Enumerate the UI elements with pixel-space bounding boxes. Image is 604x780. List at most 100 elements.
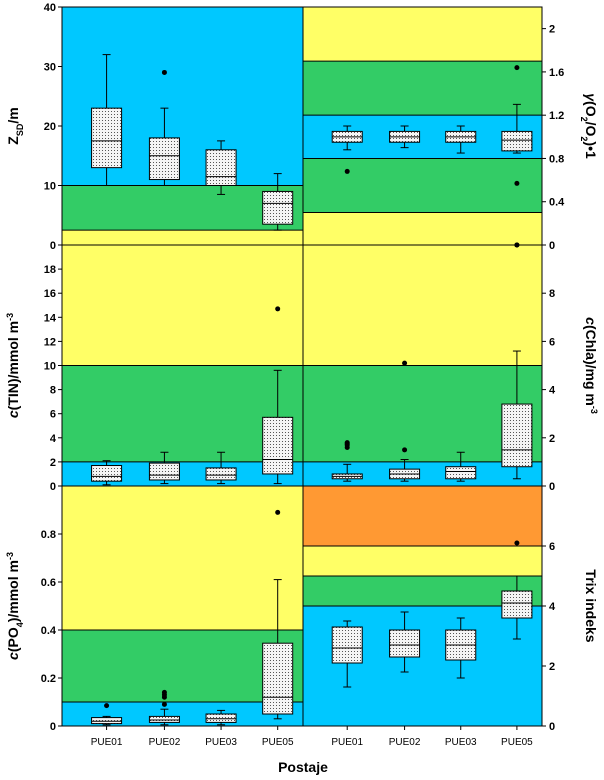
box-po4-pue02-outlier-0 (161, 701, 167, 707)
ytick-label-po4-1: 0.2 (41, 673, 56, 685)
ytick-label-tin-6: 12 (44, 336, 56, 348)
ylabel-tin: c(TIN)/mmol m-3 (5, 313, 21, 418)
box-po4-pue02-outlier-3 (161, 689, 167, 695)
ytick-label-chla-4: 8 (549, 288, 555, 300)
xtick-label-pue03-left: PUE03 (205, 737, 237, 748)
ylabel-zsd-part-0: Z (5, 136, 21, 145)
box-po4-pue05 (262, 642, 294, 715)
labels-layer: ZSD/mγ(O2/O2)•1c(TIN)/mmol m-3c(Chla)/mg… (5, 93, 599, 660)
ytick-label-tin-7: 14 (44, 312, 57, 324)
band-po4-2 (62, 486, 303, 630)
ytick-label-chla-3: 6 (549, 336, 555, 348)
box-po4-pue02 (148, 715, 180, 723)
box-po4-pue03 (205, 713, 237, 723)
bands-layer (62, 7, 542, 726)
ylabel-trix: Trix indeks (583, 569, 599, 642)
box-po4-pue01-outlier-0 (104, 703, 110, 709)
box-oxygen-pue05-outlier-0 (514, 180, 520, 186)
box-oxygen-pue05-outlier-1 (514, 65, 520, 71)
ytick-label-zsd-4: 40 (44, 2, 56, 14)
ylabel-tin-part-1: (TIN)/mmol m (5, 321, 21, 410)
ytick-label-tin-0: 0 (50, 481, 56, 493)
box-oxygen-pue05 (501, 130, 533, 152)
ylabel-po4: c(PO4)/mmol m-3 (5, 552, 25, 660)
box-zsd-pue01 (91, 107, 123, 169)
band-oxygen-1 (303, 158, 542, 213)
ytick-label-tin-4: 8 (50, 385, 56, 397)
xtick-label-pue03-right: PUE03 (445, 737, 477, 748)
ytick-label-tin-1: 2 (50, 457, 56, 469)
xtick-label-pue01-left: PUE01 (91, 737, 123, 748)
box-tin-pue01 (91, 465, 123, 482)
xtick-label-pue02-right: PUE02 (389, 737, 421, 748)
ytick-label-po4-2: 0.4 (41, 625, 57, 637)
box-po4-pue05-outlier-0 (275, 509, 281, 515)
ylabel-tin-part-0: c (5, 410, 21, 418)
ytick-label-tin-5: 10 (44, 361, 56, 373)
ylabel-zsd-part-1: SD (15, 123, 25, 136)
ylabel-zsd-part-2: /m (5, 107, 21, 123)
ylabel-po4-part-3: )/mmol m (5, 560, 21, 622)
ytick-label-trix-1: 2 (549, 661, 555, 673)
band-trix-2 (303, 546, 542, 576)
ytick-label-po4-3: 0.6 (41, 577, 56, 589)
band-oxygen-3 (303, 61, 542, 116)
ytick-label-chla-0: 0 (549, 481, 555, 493)
box-zsd-pue02-outlier-0 (161, 69, 167, 75)
box-tin-pue03 (205, 467, 237, 481)
ylabel-oxygen: γ(O2/O2)•1 (579, 93, 599, 159)
ytick-label-chla-1: 2 (549, 433, 555, 445)
band-chla-2 (303, 245, 542, 366)
ytick-label-oxygen-5: 2 (549, 24, 555, 36)
band-oxygen-4 (303, 7, 542, 62)
ytick-label-po4-4: 0.8 (41, 529, 56, 541)
box-zsd-pue05 (262, 190, 294, 225)
ylabel-oxygen-part-5: )•1 (583, 141, 599, 159)
ytick-label-zsd-1: 10 (44, 181, 56, 193)
box-chla-pue02-outlier-0 (402, 447, 408, 453)
box-chla-pue05-outlier-0 (514, 242, 520, 248)
xtick-label-pue05-right: PUE05 (501, 737, 533, 748)
boxes-layer (91, 54, 533, 726)
ytick-label-trix-2: 4 (549, 601, 556, 613)
box-zsd-pue02 (148, 137, 180, 181)
x-axis-label: Postaje (278, 759, 328, 775)
box-chla-pue03 (445, 466, 477, 480)
ytick-label-oxygen-0: 0 (549, 240, 555, 252)
ytick-label-zsd-3: 30 (44, 62, 56, 74)
ytick-label-oxygen-4: 1.6 (549, 67, 564, 79)
xtick-label-pue01-right: PUE01 (331, 737, 363, 748)
ytick-label-po4-0: 0 (50, 721, 56, 733)
box-trix-pue05 (501, 590, 533, 619)
ylabel-po4-part-1: (PO (5, 627, 21, 652)
ytick-label-tin-2: 4 (50, 433, 57, 445)
ytick-label-oxygen-1: 0.4 (549, 197, 565, 209)
ylabel-po4-part-2: 4 (15, 622, 25, 627)
box-chla-pue02-outlier-1 (402, 360, 408, 366)
xtick-label-pue05-left: PUE05 (262, 737, 294, 748)
box-tin-pue05 (262, 416, 294, 475)
box-chla-pue01-outlier-3 (344, 440, 350, 446)
box-tin-pue02 (148, 462, 180, 481)
ylabel-po4-part-0: c (5, 652, 21, 660)
ytick-label-trix-3: 6 (549, 541, 555, 553)
band-zsd-0 (62, 230, 303, 245)
axes-layer: 01020304000.40.81.21.6202468101214161802… (41, 2, 565, 748)
xtick-label-pue02-left: PUE02 (149, 737, 181, 748)
band-oxygen-0 (303, 212, 542, 245)
ylabel-tin-part-2: -3 (5, 313, 15, 321)
ylabel-oxygen-part-1: (O (583, 101, 599, 117)
ytick-label-tin-9: 18 (44, 264, 56, 276)
box-trix-pue05-outlier-0 (514, 540, 520, 546)
ylabel-po4-part-4: -3 (5, 552, 15, 560)
ytick-label-oxygen-2: 0.8 (549, 153, 564, 165)
ylabel-chla-part-1: (Chla)/mg m (583, 325, 599, 406)
ylabel-chla: c(Chla)/mg m-3 (583, 317, 599, 414)
ylabel-oxygen-part-3: /O (583, 122, 599, 137)
ytick-label-zsd-0: 0 (50, 240, 56, 252)
band-tin-2 (62, 245, 303, 366)
ylabel-zsd: ZSD/m (5, 107, 25, 144)
box-zsd-pue03 (205, 149, 237, 187)
box-po4-pue01 (91, 717, 123, 725)
